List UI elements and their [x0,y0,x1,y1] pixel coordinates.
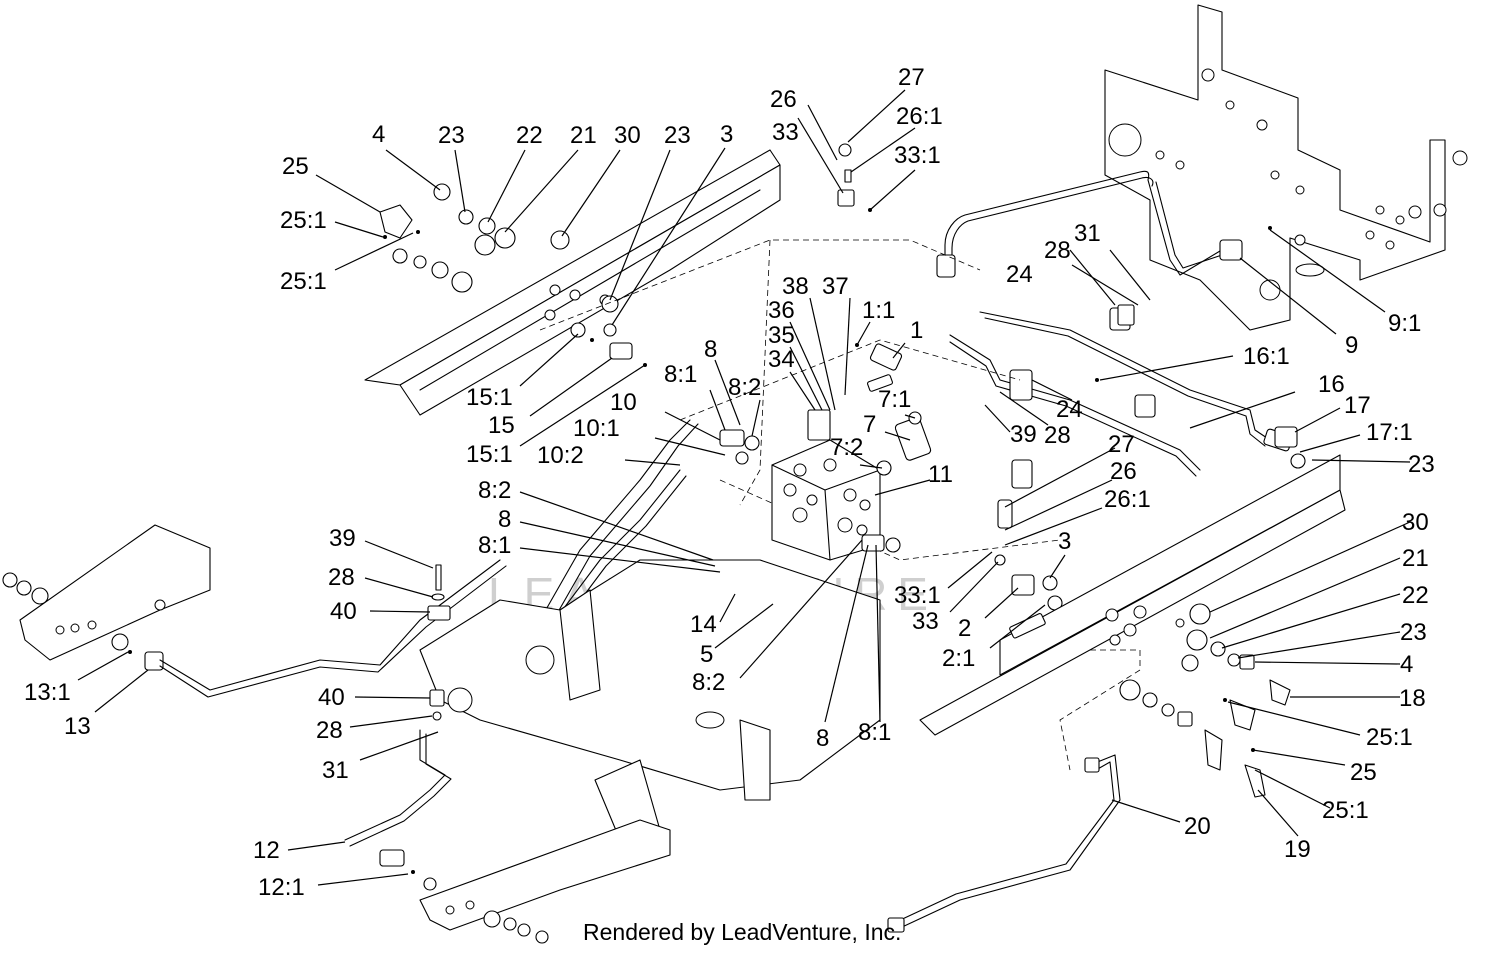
callout-28-a: 28 [1044,237,1071,264]
callout-12: 12 [253,837,280,864]
callout-4-upper: 4 [372,121,385,148]
callout-8-c: 8 [816,725,829,752]
callout-25-1-c: 25:1 [1366,724,1413,751]
lower-right-rail [919,454,1346,736]
callout-38: 38 [782,273,809,300]
callout-17-1: 17:1 [1366,419,1413,446]
callout-27-upper: 27 [898,64,925,91]
callout-35: 35 [768,322,795,349]
callout-5: 5 [700,641,713,668]
callout-8-1-a: 8:1 [664,361,697,388]
render-credit: Rendered by LeadVenture, Inc. [583,919,901,945]
callout-28-b: 28 [1044,422,1071,449]
callout-33-upper: 33 [772,119,799,146]
callout-39-left: 39 [329,525,356,552]
callout-26-1-lower: 26:1 [1104,486,1151,513]
callout-19: 19 [1284,836,1311,863]
callout-28-d: 28 [316,717,343,744]
callout-9: 9 [1345,332,1358,359]
callout-13-1: 13:1 [24,679,71,706]
callout-26-1-upper: 26:1 [896,103,943,130]
callout-1: 1 [910,317,923,344]
callout-34: 34 [768,346,795,373]
upper-right-frame [1104,4,1468,331]
callout-7: 7 [863,411,876,438]
parts-drawing [2,4,1468,944]
callout-31-upper: 31 [1074,220,1101,247]
callout-8-b: 8 [498,506,511,533]
callout-30-lower: 30 [1402,509,1429,536]
callout-27-lower: 27 [1108,431,1135,458]
callout-14: 14 [690,611,717,638]
callout-23-a: 23 [438,122,465,149]
callout-25-upper: 25 [282,153,309,180]
callout-8-2-c: 8:2 [692,669,725,696]
callout-12-1: 12:1 [258,874,305,901]
callout-16-1: 16:1 [1243,343,1290,370]
manifold-block [771,439,881,561]
callout-16: 16 [1318,371,1345,398]
callout-8-2-a: 8:2 [728,374,761,401]
callout-1-1: 1:1 [862,297,895,324]
callout-21-lower: 21 [1402,545,1429,572]
callout-22-upper: 22 [516,122,543,149]
leader-lines [77,89,1411,886]
callout-10-2: 10:2 [537,442,584,469]
callout-25-1-b: 25:1 [280,268,327,295]
callout-8-2-b: 8:2 [478,477,511,504]
callout-40-a: 40 [330,598,357,625]
callout-8-1-c: 8:1 [858,719,891,746]
callout-23-d: 23 [1400,619,1427,646]
callout-labels: 1 1:1 2 2:1 3 3 4 4 5 7 7:1 7:2 8 8 8 8 … [24,64,1435,901]
callout-3-upper: 3 [720,121,733,148]
callout-2-1: 2:1 [942,645,975,672]
callout-17: 17 [1344,392,1371,419]
callout-36: 36 [768,297,795,324]
callout-15: 15 [488,412,515,439]
callout-11: 11 [928,461,953,488]
callout-23-b: 23 [664,122,691,149]
callout-21-upper: 21 [570,122,597,149]
callout-18: 18 [1399,685,1426,712]
callout-20: 20 [1184,813,1211,840]
callout-26-lower: 26 [1110,458,1137,485]
left-rail [2,524,211,671]
callout-25-1-d: 25:1 [1322,797,1369,824]
callout-22-lower: 22 [1402,582,1429,609]
callout-15-1-b: 15:1 [466,441,513,468]
lower-right-fittings [1009,426,1306,798]
callout-25-lower: 25 [1350,759,1377,786]
callout-23-c: 23 [1408,451,1435,478]
upper-left-rail [364,149,781,416]
callout-24-upper: 24 [1006,261,1033,288]
callout-24-lower: 24 [1056,396,1083,423]
callout-3-lower: 3 [1058,528,1071,555]
callout-40-b: 40 [318,684,345,711]
callout-15-1-a: 15:1 [466,384,513,411]
callout-33-1-lower: 33:1 [894,582,941,609]
callout-39-right: 39 [1010,421,1037,448]
callout-31-lower: 31 [322,757,349,784]
callout-10-1: 10:1 [573,415,620,442]
callout-13: 13 [64,713,91,740]
callout-37: 37 [822,273,849,300]
callout-30-upper: 30 [614,122,641,149]
callout-9-1: 9:1 [1388,310,1421,337]
callout-7-2: 7:2 [830,434,863,461]
callout-8-a: 8 [704,336,717,363]
callout-2: 2 [958,615,971,642]
callout-26-upper: 26 [770,86,797,113]
callout-28-c: 28 [328,564,355,591]
callout-33-lower: 33 [912,608,939,635]
callout-8-1-b: 8:1 [478,532,511,559]
callout-10: 10 [610,389,637,416]
callout-7-1: 7:1 [878,386,911,413]
upper-left-fittings [379,183,633,360]
callout-25-1-a: 25:1 [280,207,327,234]
callout-4-lower: 4 [1400,651,1413,678]
callout-33-1-upper: 33:1 [894,142,941,169]
main-frame [419,559,881,841]
